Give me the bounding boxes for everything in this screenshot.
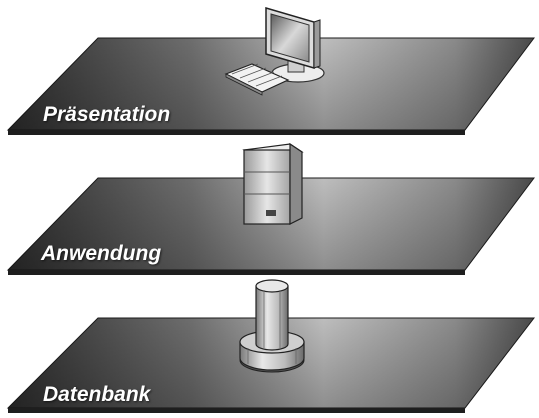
application-layer-label: Anwendung: [41, 242, 162, 265]
server-tower-icon: [242, 142, 304, 225]
monitor-keyboard-icon: [224, 7, 325, 96]
database-layer-label: Datenbank: [43, 383, 151, 406]
database-cylinder-icon: [239, 279, 305, 373]
presentation-layer-label: Präsentation: [43, 103, 171, 126]
